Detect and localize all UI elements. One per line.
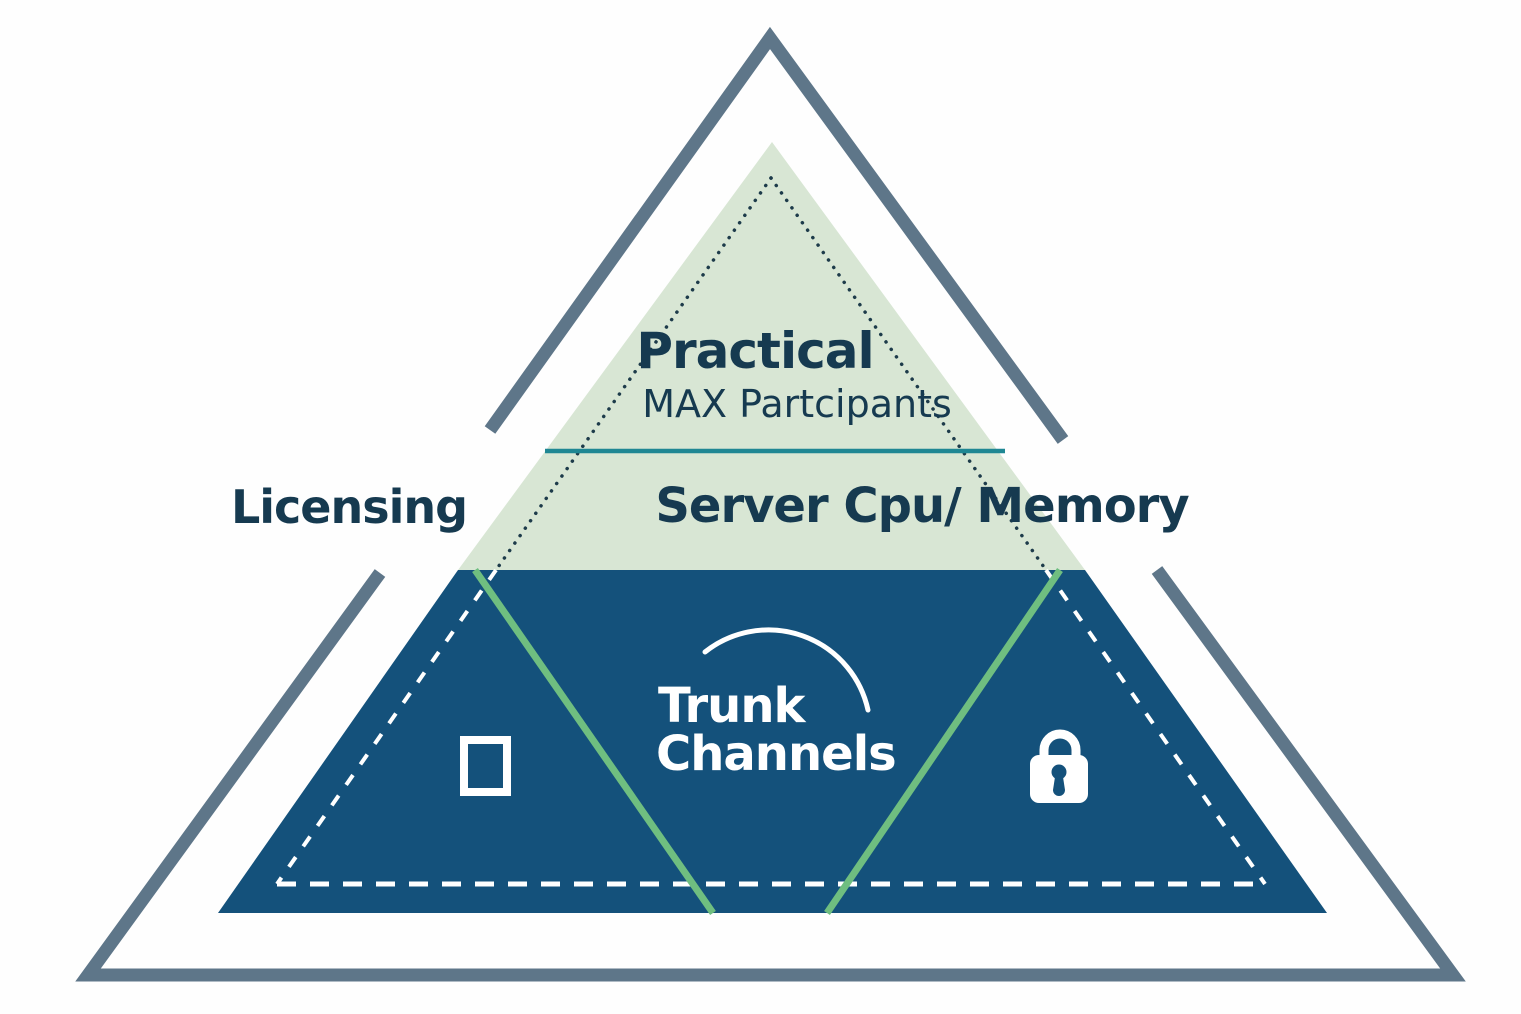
top-layer-title: Practical <box>636 322 873 380</box>
lock-keyhole-stem <box>1053 777 1065 796</box>
bottom-layer-shape <box>218 570 1327 913</box>
green-diagonal-right <box>824 568 1063 915</box>
middle-layer-label: Server Cpu/ Memory <box>655 478 1189 534</box>
green-diagonal-left <box>472 568 716 915</box>
lock-icon <box>1030 729 1088 803</box>
lock-shackle <box>1039 729 1081 763</box>
lock-keyhole-circle <box>1051 764 1067 780</box>
arc-decoration <box>702 627 871 713</box>
outside-left-label: Licensing <box>231 480 467 534</box>
bottom-layer-title-line2: Channels <box>656 726 896 782</box>
outer-triangle-lower-outline <box>75 566 1466 982</box>
outer-triangle-upper-outline <box>484 26 1069 444</box>
inner-guide-dotted-left <box>494 176 773 572</box>
inner-guide-dotted-right <box>769 176 1048 572</box>
bottom-layer-title-line1: Trunk <box>658 678 806 734</box>
square-outline-icon <box>460 736 511 796</box>
top-layer-subtitle: MAX Partcipants <box>642 382 952 426</box>
top-layer-shape <box>458 142 1085 570</box>
